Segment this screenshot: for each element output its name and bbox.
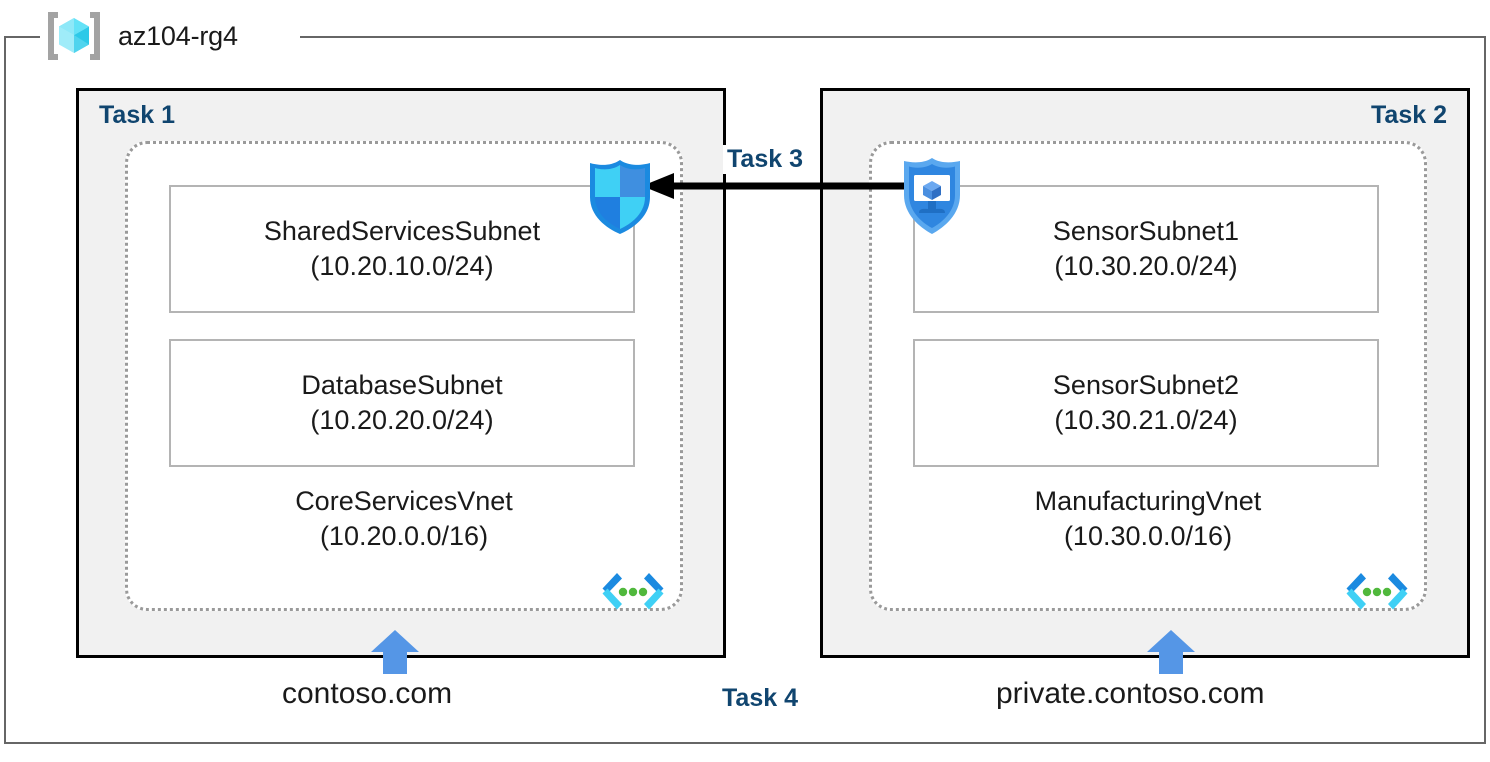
subnet-cidr: (10.30.21.0/24) — [1054, 405, 1238, 435]
resource-group-name: az104-rg4 — [118, 20, 238, 51]
subnet-name: DatabaseSubnet — [301, 370, 503, 401]
dns-zone-label-contoso: contoso.com — [282, 677, 453, 710]
task3-label: Task 3 — [723, 145, 807, 174]
virtual-network-icon — [1342, 570, 1412, 618]
resource-group-header: az104-rg4 — [44, 8, 246, 64]
dns-zone-label-private-contoso: private.contoso.com — [996, 677, 1265, 710]
security-shield-icon — [583, 157, 657, 237]
resource-group-frame-top-right — [300, 36, 1486, 38]
virtual-network-icon — [598, 570, 668, 618]
dns-link-arrow-private-contoso — [1147, 630, 1195, 674]
task2-label: Task 2 — [1371, 101, 1447, 129]
vnet-caption-coreservicesvnet: CoreServicesVnet (10.20.0.0/16) — [128, 484, 680, 554]
subnet-name: SharedServicesSubnet — [263, 216, 541, 247]
subnet-box-sensorsubnet1: SensorSubnet1 (10.30.20.0/24) — [913, 185, 1379, 313]
subnet-cidr: (10.20.10.0/24) — [310, 251, 494, 281]
subnet-box-sensorsubnet2: SensorSubnet2 (10.30.21.0/24) — [913, 339, 1379, 467]
vnet-container-coreservicesvnet: SharedServicesSubnet (10.20.10.0/24) Dat… — [125, 141, 683, 611]
vnet-name: ManufacturingVnet — [1034, 486, 1262, 516]
vnet-name: CoreServicesVnet — [295, 486, 513, 516]
task1-label: Task 1 — [99, 101, 175, 129]
subnet-box-databasesubnet: DatabaseSubnet (10.20.20.0/24) — [169, 339, 635, 467]
protected-virtual-machine-icon — [897, 155, 967, 237]
task4-label: Task 4 — [722, 684, 798, 712]
subnet-name: SensorSubnet1 — [1052, 216, 1240, 247]
vnet-cidr: (10.20.0.0/16) — [319, 521, 489, 552]
dns-link-arrow-contoso — [371, 630, 419, 674]
subnet-box-sharedservicessubnet: SharedServicesSubnet (10.20.10.0/24) — [169, 185, 635, 313]
subnet-cidr: (10.20.20.0/24) — [310, 405, 494, 435]
subnet-name: SensorSubnet2 — [1052, 370, 1240, 401]
vnet-caption-manufacturingvnet: ManufacturingVnet (10.30.0.0/16) — [872, 484, 1424, 554]
azure-resource-group-icon — [44, 8, 104, 64]
resource-group-frame-top-left — [4, 36, 40, 38]
vnet-container-manufacturingvnet: SensorSubnet1 (10.30.20.0/24) SensorSubn… — [869, 141, 1427, 611]
resource-group-frame-left — [4, 36, 6, 744]
subnet-cidr: (10.30.20.0/24) — [1054, 251, 1238, 281]
resource-group-frame-bottom — [4, 742, 1486, 744]
vnet-cidr: (10.30.0.0/16) — [1063, 521, 1233, 552]
resource-group-frame-right — [1484, 36, 1486, 744]
vnet-peering-arrow — [640, 172, 910, 200]
